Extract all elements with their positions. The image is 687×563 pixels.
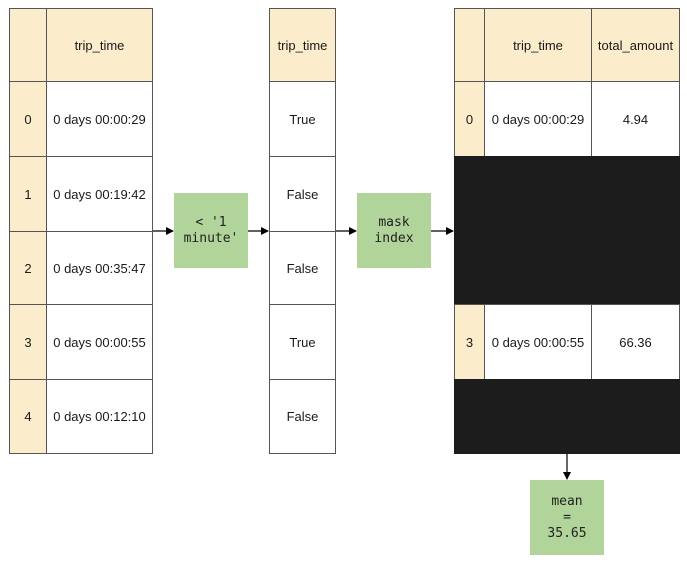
mask-table-header: trip_time [269,8,336,82]
mask-table-cell: True [269,81,336,157]
left-table-header: trip_time [46,8,153,82]
mask-index-operation-box: mask index [357,193,431,268]
mask-table-cell: False [269,156,336,232]
left-table-cell: 0 days 00:00:55 [46,304,153,380]
result-table-index-header [454,8,485,82]
result-table-cell: 0 days 00:00:29 [484,81,592,157]
mean-operation-box: mean = 35.65 [530,480,604,555]
result-table-index: 3 [454,304,485,380]
left-table-cell: 0 days 00:35:47 [46,231,153,305]
left-table-index-header [9,8,47,82]
masked-out-block [454,379,680,454]
left-table-index: 2 [9,231,47,305]
mask-table-cell: False [269,231,336,305]
left-table-cell: 0 days 00:00:29 [46,81,153,157]
left-table-cell: 0 days 00:19:42 [46,156,153,232]
mask-table-cell: False [269,379,336,454]
result-table-header-trip-time: trip_time [484,8,592,82]
comparison-operation-box: < '1 minute' [174,193,248,268]
left-table-cell: 0 days 00:12:10 [46,379,153,454]
